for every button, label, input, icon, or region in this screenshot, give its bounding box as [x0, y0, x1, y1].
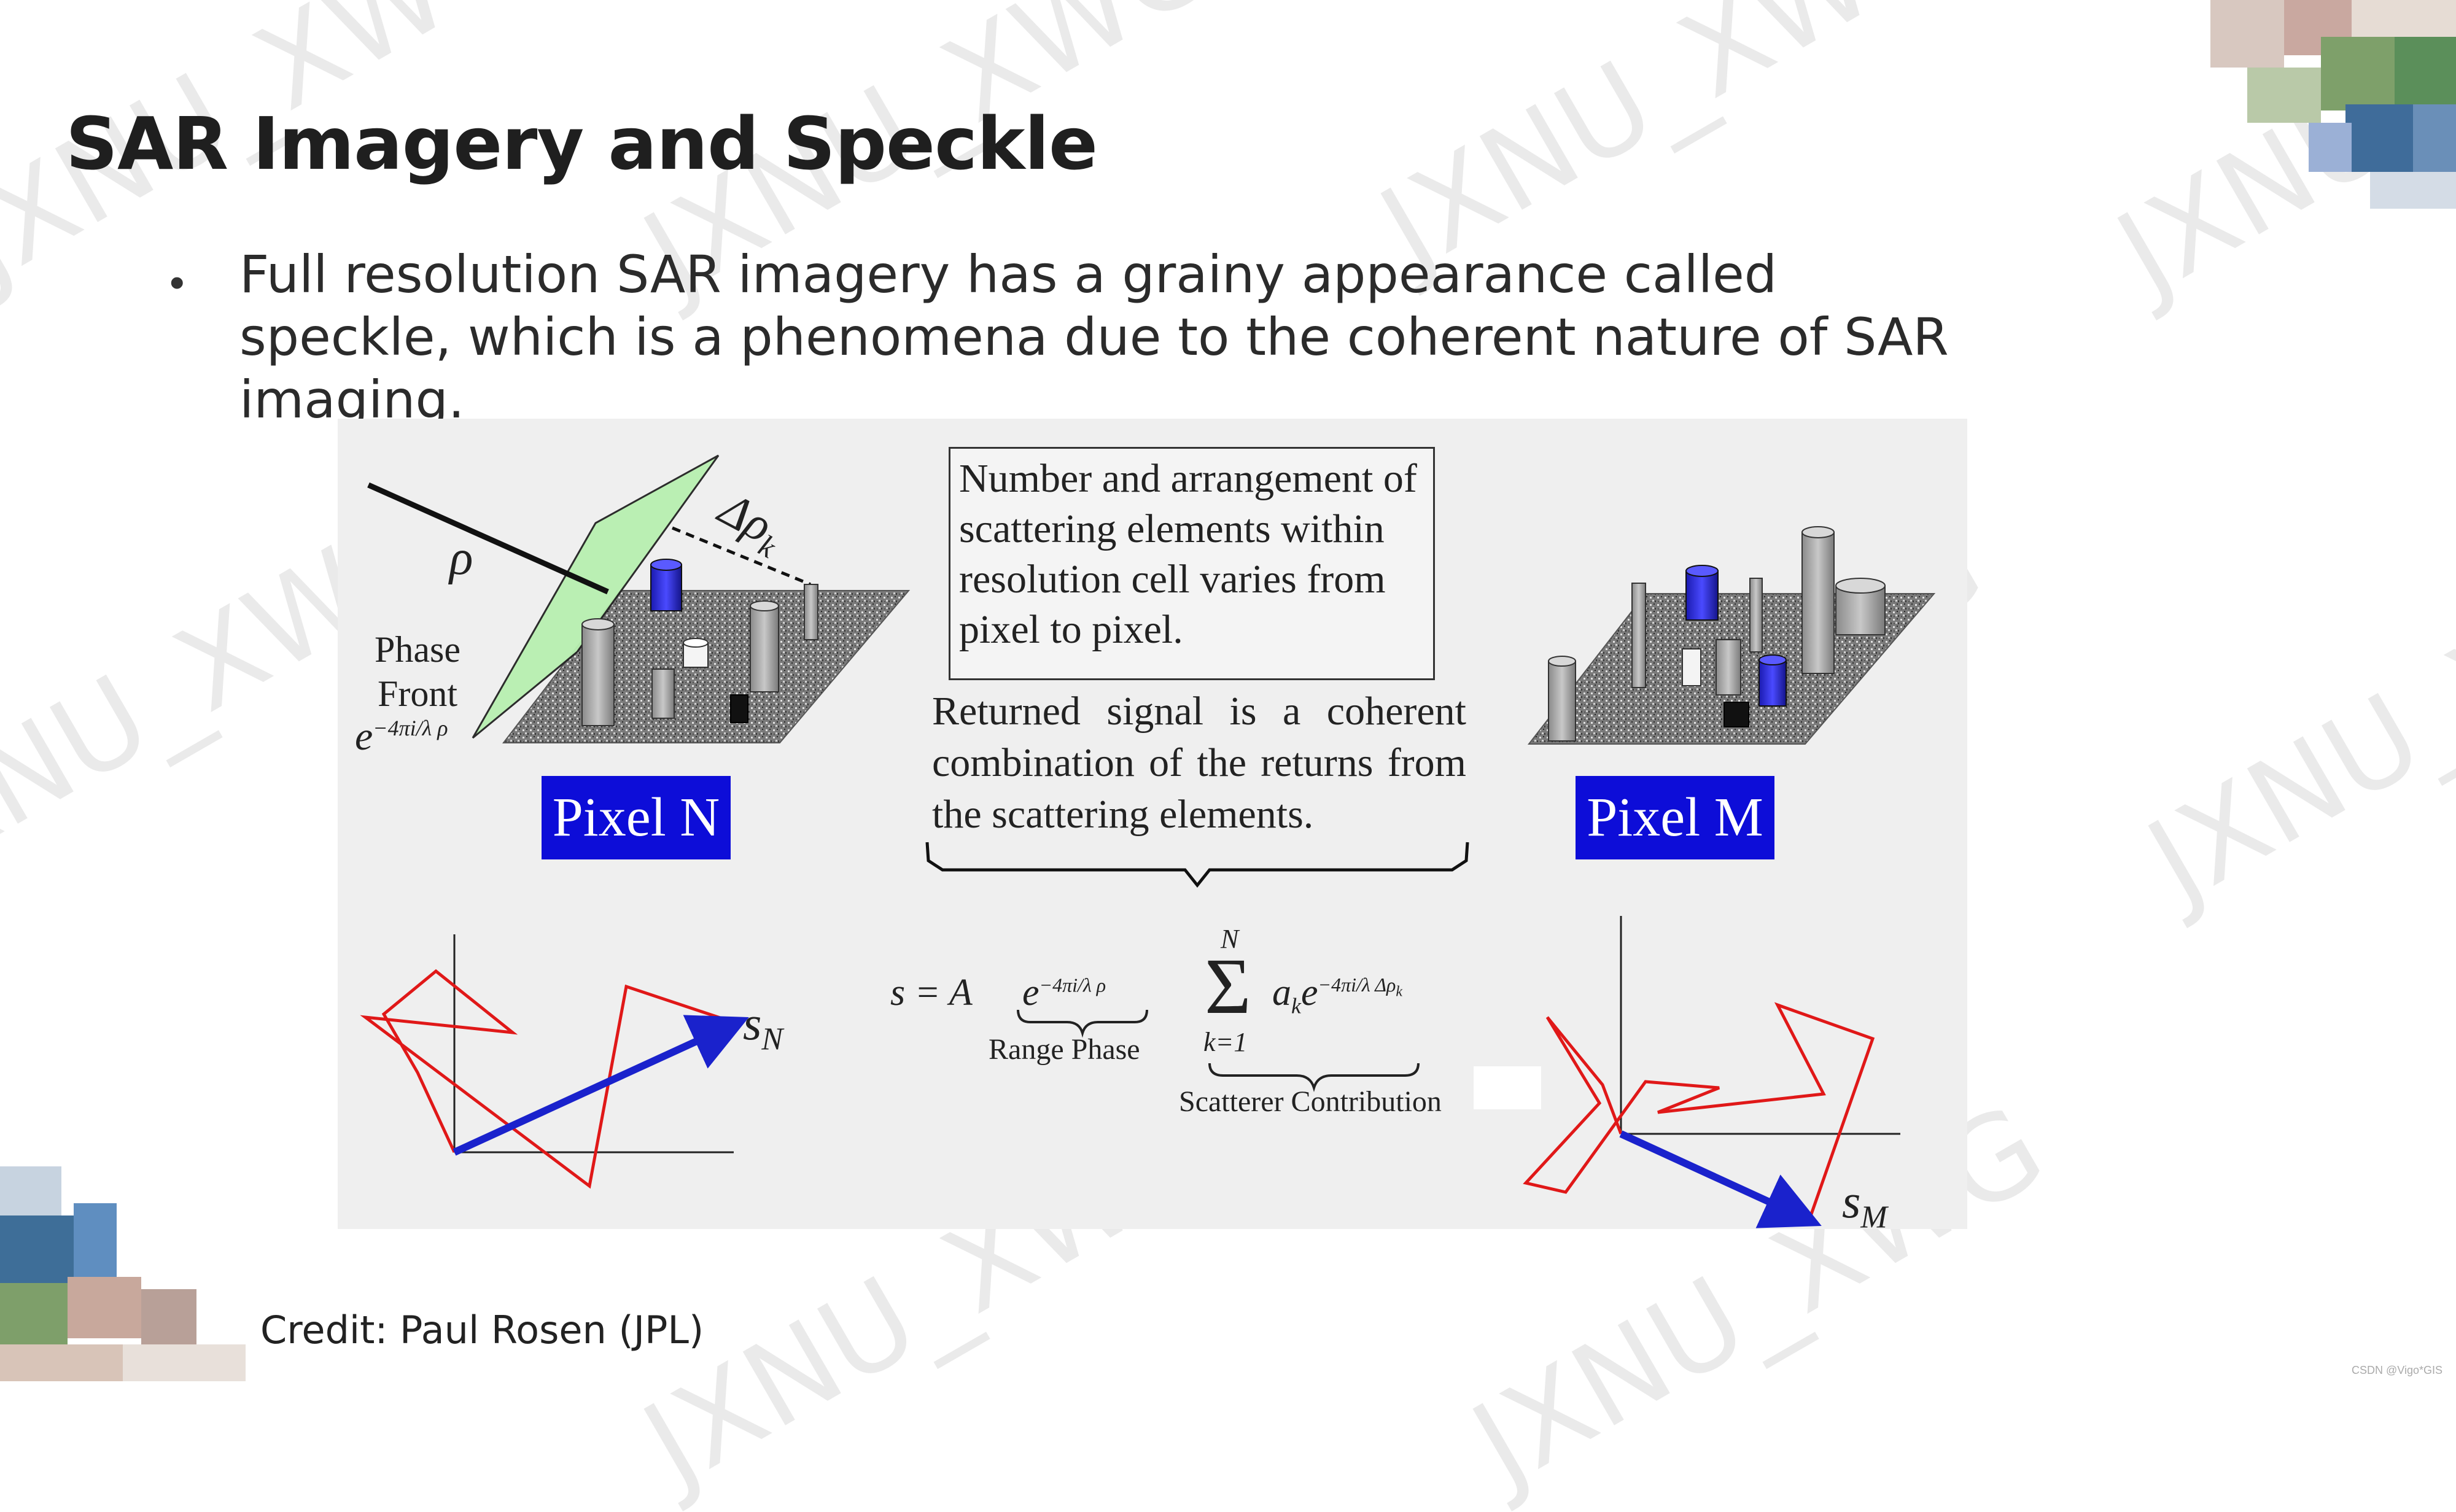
s-m-sub: M — [1860, 1200, 1887, 1229]
bullet-text: Full resolution SAR imagery has a grainy… — [239, 244, 1949, 430]
sum-upper-limit: N — [1221, 924, 1239, 954]
sum-coef-sub: k — [1291, 993, 1301, 1018]
s-m-base: s — [1842, 1174, 1861, 1228]
equation-e: e — [1022, 972, 1040, 1014]
corner-mosaic-bottom-left — [0, 1166, 246, 1381]
incoming-ray — [367, 482, 609, 595]
s-m-label: sM — [1842, 1174, 1887, 1229]
pixel-n-label: Pixel N — [542, 776, 731, 859]
brace-range-phase — [1017, 1009, 1148, 1038]
rho-label: ρ — [449, 531, 473, 585]
equation-lhs: s = A — [890, 972, 973, 1014]
scattering-note-box: Number and arrangement of scattering ele… — [949, 447, 1435, 680]
figure-graphics — [360, 454, 1936, 1228]
scatterers-n — [581, 559, 818, 726]
sum-term: ake−4πi/λ Δρk — [1272, 971, 1402, 1018]
sum-sigma: Σ — [1205, 942, 1251, 1031]
corner-mark: CSDN @Vigo*GIS — [2352, 1364, 2442, 1376]
bullet-marker: • — [169, 258, 185, 306]
sum-exp: −4πi/λ Δρk — [1318, 974, 1402, 999]
speckle-figure: ρ Δρk Phase Front e−4πi/λ ρ Pixel N Pixe… — [338, 419, 1967, 1229]
label-patch — [1474, 1066, 1541, 1109]
phasor-diagram-m — [1523, 916, 1900, 1228]
equation-range-term: e−4πi/λ ρ — [1022, 971, 1106, 1015]
phase-base: e — [355, 714, 373, 759]
brace-scatterer — [1208, 1063, 1420, 1092]
returned-signal-text: Returned signal is a coherent combinatio… — [932, 689, 1466, 837]
phase-front-label: Phase Front — [362, 627, 473, 716]
delta-rho-line — [672, 526, 811, 586]
phase-exponent: −4πi/λ ρ — [373, 716, 448, 740]
brace-returned-signal — [925, 842, 1469, 888]
sum-coef: a — [1272, 972, 1291, 1014]
credit-text: Credit: Paul Rosen (JPL) — [260, 1308, 704, 1352]
phase-front-expression: e−4πi/λ ρ — [355, 713, 448, 760]
sum-exp-sub: k — [1396, 983, 1402, 1000]
phase-front-line1: Phase — [375, 629, 460, 670]
phasor-diagram-n — [360, 934, 749, 1189]
phase-front-plane — [472, 454, 720, 739]
scatterer-contribution-label: Scatterer Contribution — [1179, 1085, 1442, 1118]
watermark: JXNU_XWG — [2126, 495, 2456, 929]
range-phase-label: Range Phase — [989, 1033, 1140, 1066]
sum-exp-text: −4πi/λ Δρ — [1318, 974, 1396, 996]
sum-lower-limit: k=1 — [1203, 1027, 1248, 1057]
phase-front-line2: Front — [377, 673, 458, 714]
corner-mosaic-top-right — [2210, 0, 2456, 209]
scatterers-m — [1548, 526, 1886, 742]
sum-e: e — [1300, 972, 1318, 1014]
s-n-sub: N — [761, 1022, 783, 1057]
slide-title: SAR Imagery and Speckle — [66, 101, 1098, 186]
s-n-base: s — [743, 996, 762, 1050]
equation-exp: −4πi/λ ρ — [1039, 974, 1106, 996]
s-n-label: sN — [743, 996, 783, 1058]
pixel-m-label: Pixel M — [1576, 776, 1774, 859]
